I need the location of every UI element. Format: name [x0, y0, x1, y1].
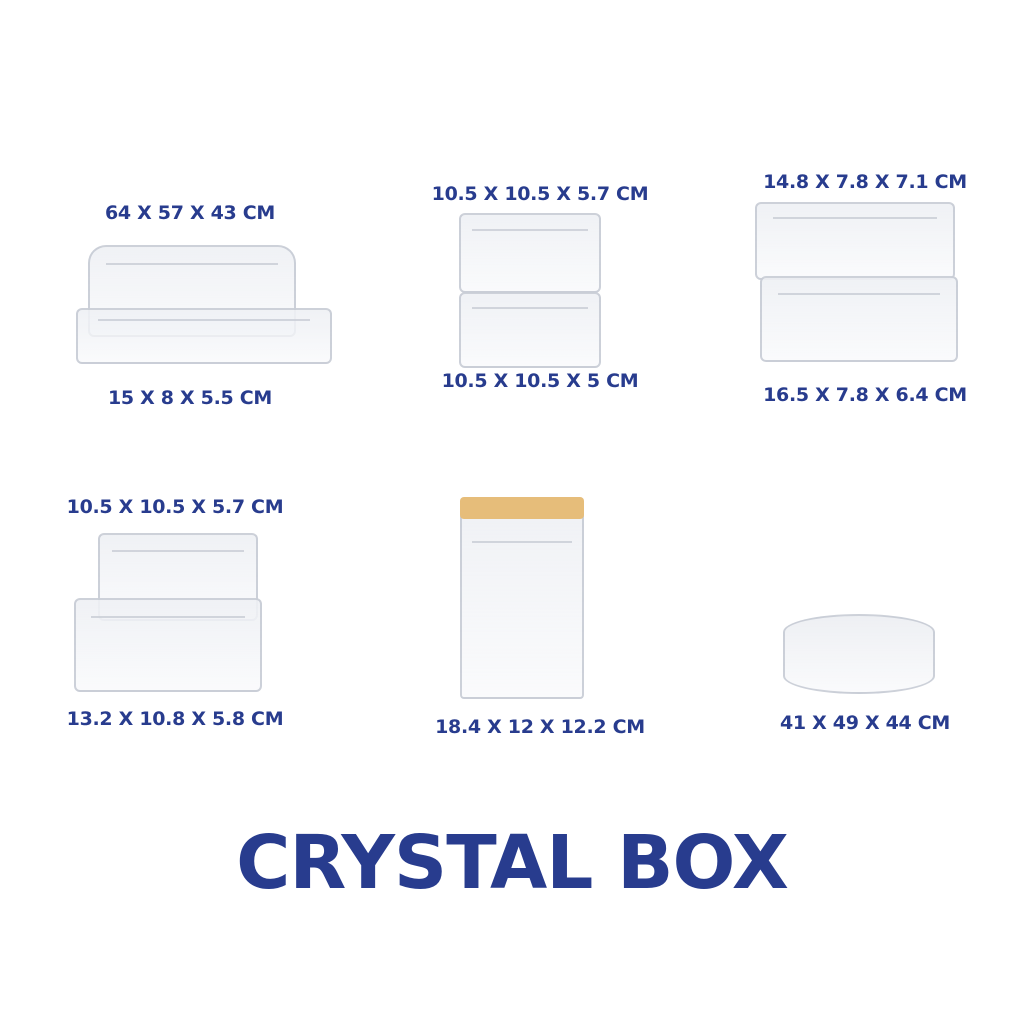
size-label-top: 10.5 X 10.5 X 5.7 CM [66, 496, 284, 518]
box-bottom-image [760, 276, 958, 362]
box-bottom-image [74, 598, 262, 692]
box-top-image [755, 202, 955, 280]
page-title: CRYSTAL BOX [236, 820, 789, 906]
box-bottom-image [459, 292, 601, 368]
box-base-image [76, 308, 332, 364]
gold-lid-image [460, 497, 584, 519]
box-top-image [459, 213, 601, 293]
size-label-top: 14.8 X 7.8 X 7.1 CM [763, 171, 967, 193]
round-box-image [783, 614, 935, 694]
size-label-bottom: 15 X 8 X 5.5 CM [107, 387, 273, 409]
size-label-bottom: 16.5 X 7.8 X 6.4 CM [763, 384, 967, 406]
jar-body-image [460, 505, 584, 699]
size-label: 41 X 49 X 44 CM [779, 712, 951, 734]
size-label-bottom: 13.2 X 10.8 X 5.8 CM [66, 708, 284, 730]
size-label-top: 64 X 57 X 43 CM [104, 202, 276, 224]
size-label: 18.4 X 12 X 12.2 CM [435, 716, 645, 738]
size-label-bottom: 10.5 X 10.5 X 5 CM [441, 370, 639, 392]
size-label-top: 10.5 X 10.5 X 5.7 CM [431, 183, 649, 205]
